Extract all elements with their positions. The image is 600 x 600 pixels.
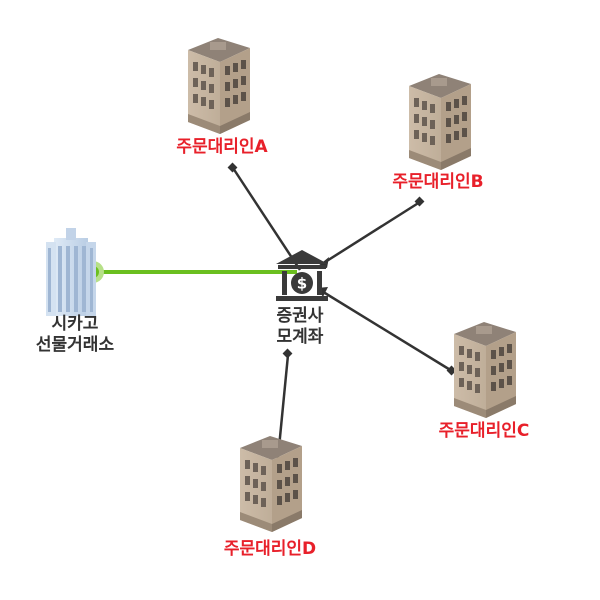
agent-d-label: 주문대리인D bbox=[223, 539, 317, 559]
bank-dollar-icon: $ bbox=[276, 250, 328, 301]
brokerage-label-line1: 증권사 bbox=[276, 306, 324, 326]
connector-agent-a bbox=[231, 167, 302, 271]
skyscraper-icon bbox=[46, 228, 96, 316]
svg-text:$: $ bbox=[297, 275, 307, 293]
brokerage-label-line2: 모계좌 bbox=[276, 327, 324, 348]
building-icon-agent-d bbox=[240, 436, 302, 532]
exchange-label-line2: 선물거래소 bbox=[35, 335, 115, 356]
exchange-label: 시카고 선물거래소 bbox=[10, 314, 140, 357]
exchange-label-line1: 시카고 bbox=[51, 314, 99, 334]
agent-c-label: 주문대리인C bbox=[438, 421, 530, 441]
connector-agent-b bbox=[321, 200, 421, 266]
connector-agent-c bbox=[319, 288, 453, 373]
building-icon-agent-b bbox=[409, 74, 471, 170]
building-icon-agent-c bbox=[454, 322, 516, 418]
brokerage-label: 증권사 모계좌 bbox=[250, 306, 350, 349]
agent-a-label: 주문대리인A bbox=[176, 137, 268, 157]
building-icon-agent-a bbox=[188, 38, 250, 134]
agent-b-label: 주문대리인B bbox=[392, 172, 484, 192]
